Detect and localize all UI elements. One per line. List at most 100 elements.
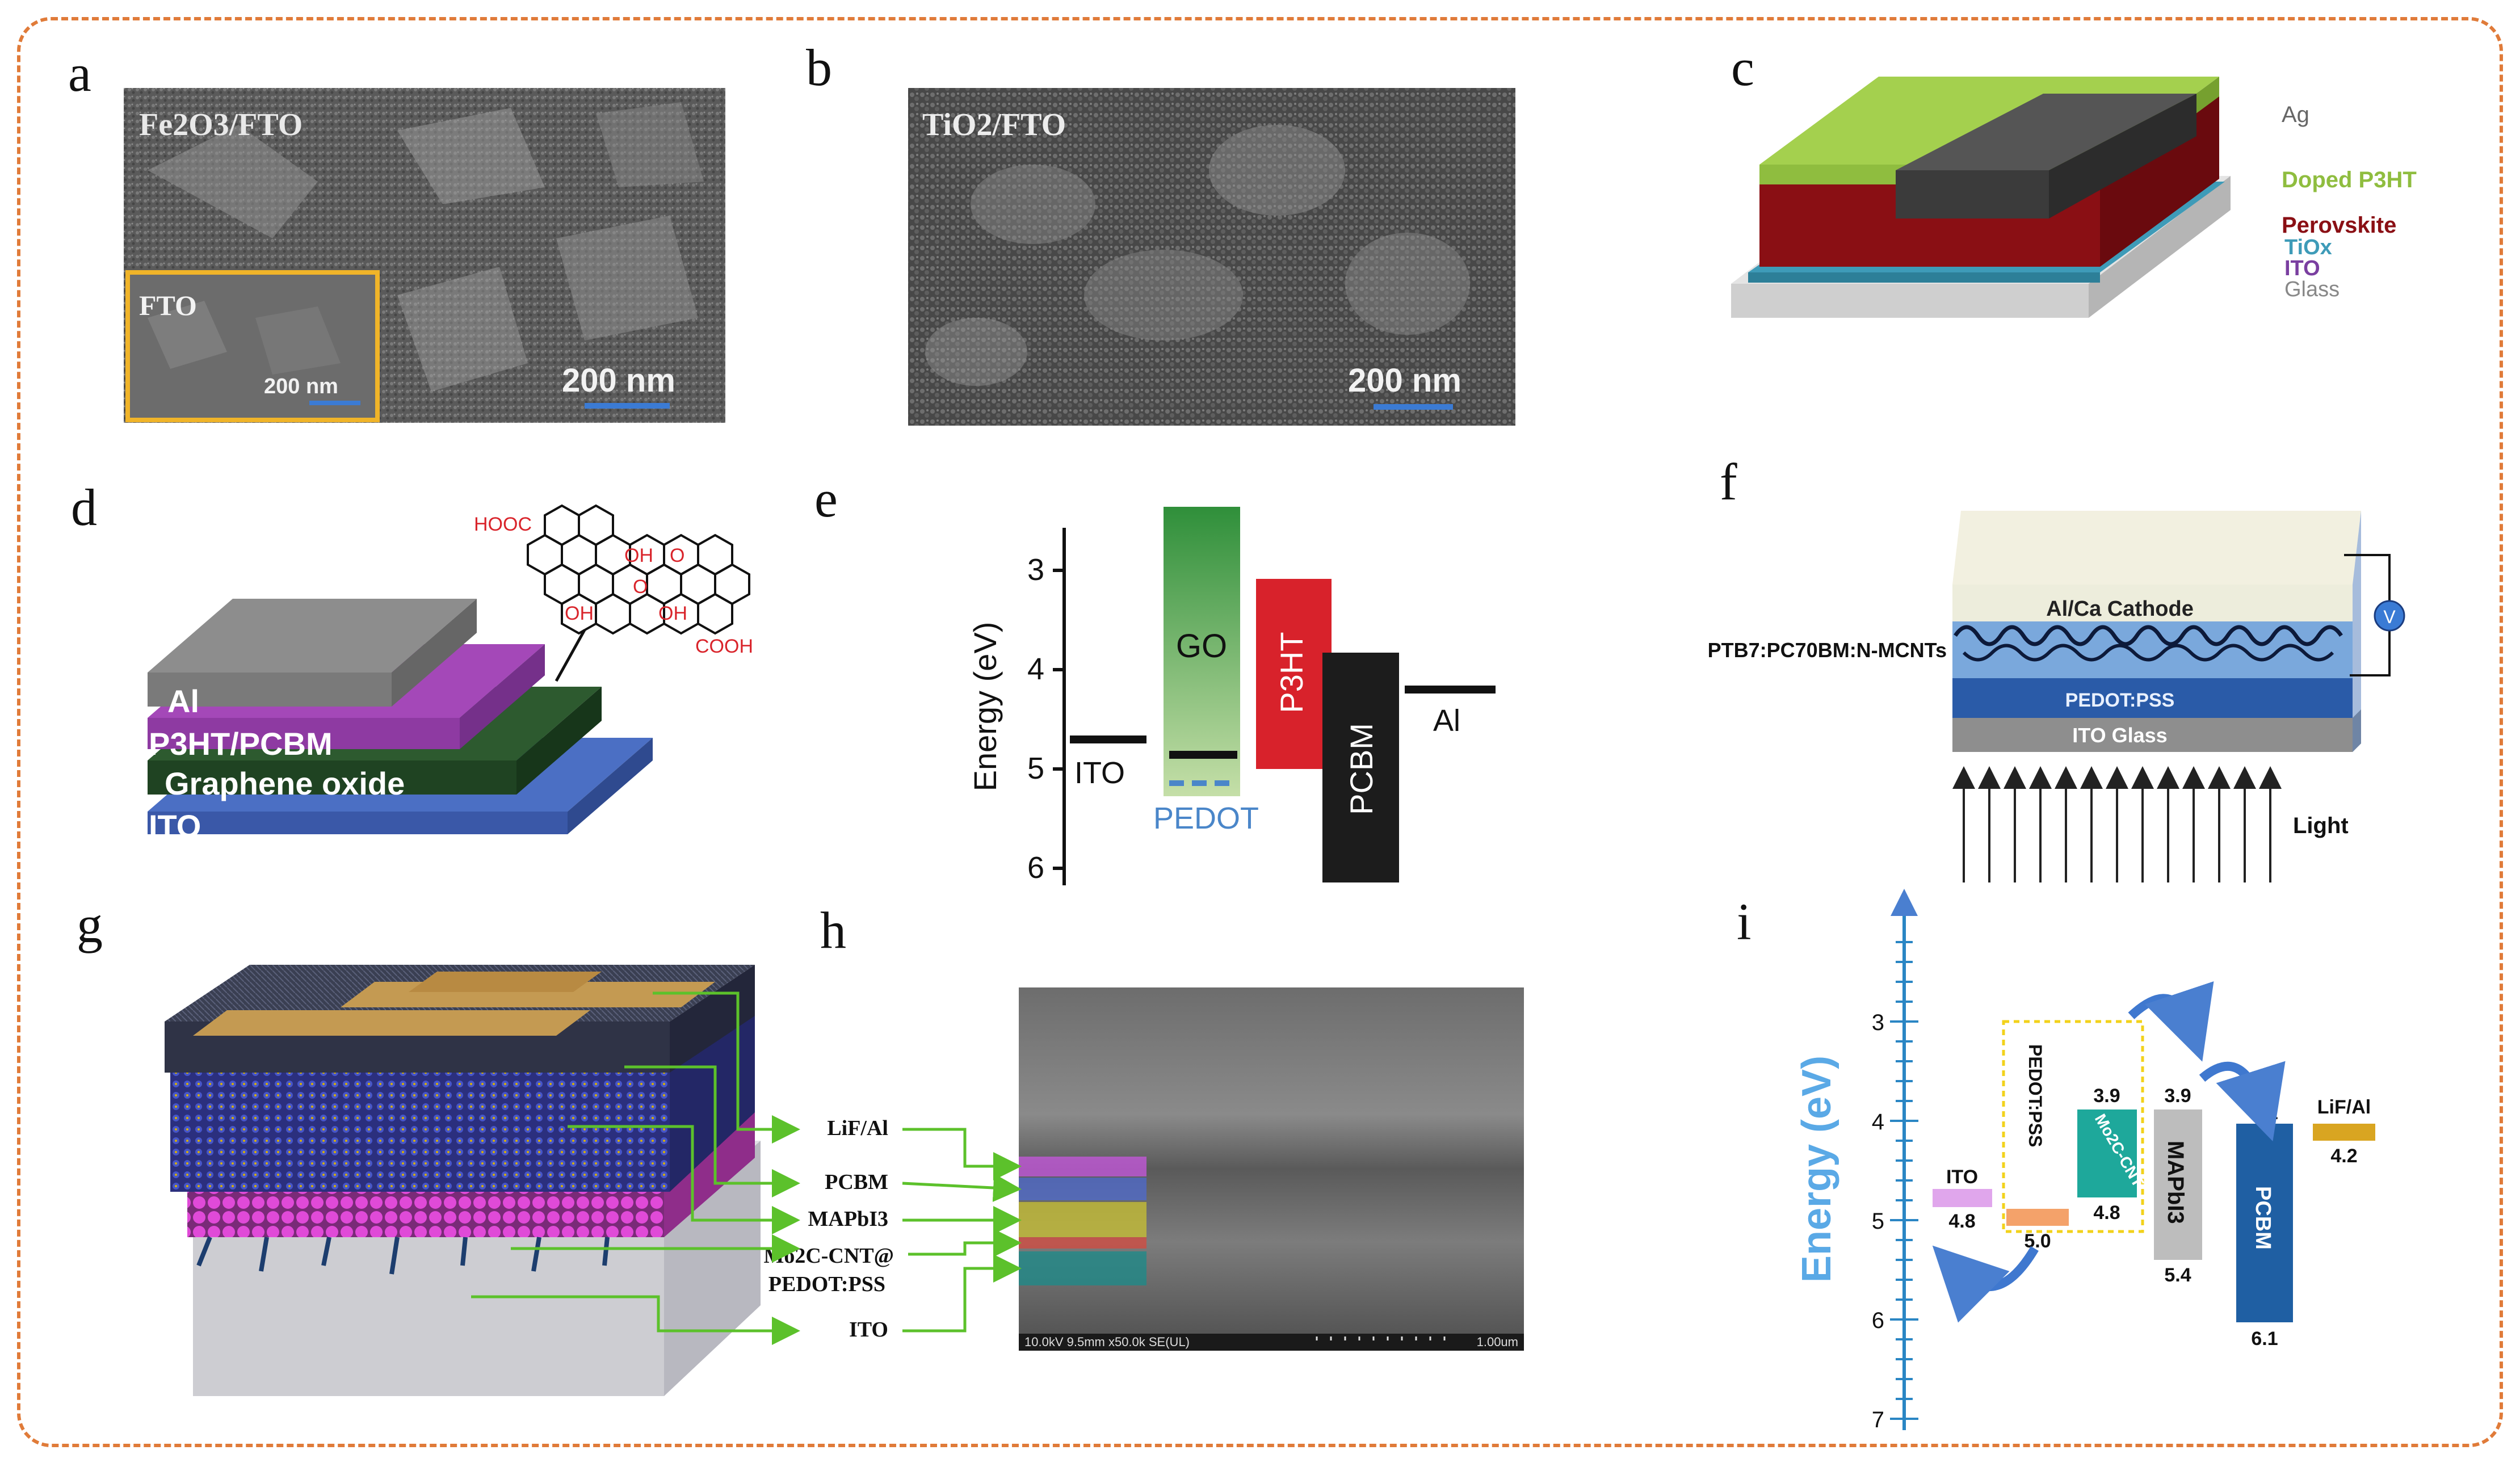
panel-i-tick-3: 3 (1872, 1010, 1884, 1035)
panel-d-device-stack: Al P3HT/PCBM Graphene oxide ITO (148, 504, 753, 844)
panel-c-label-perovskite: Perovskite (2282, 213, 2396, 238)
panel-letter-b: b (806, 39, 832, 96)
panel-h-label-pedot-pss: PEDOT:PSS (768, 1272, 885, 1296)
panel-i-pedot-bar (2006, 1209, 2069, 1226)
panel-i-lifal-name: LiF/Al (2317, 1096, 2371, 1118)
panel-e-tick-5: 5 (1027, 751, 1044, 785)
panel-i-tick-5: 5 (1872, 1209, 1884, 1234)
panel-i-pedot-value: 5.0 (2024, 1230, 2051, 1252)
panel-h-label-mapbi3: MAPbI3 (808, 1207, 888, 1231)
panel-d-label-al: Al (167, 683, 199, 719)
panel-d-group-cooh: COOH (695, 636, 753, 657)
panel-i-lifal-bar (2313, 1124, 2375, 1141)
panel-b-scale: 200 nm (1348, 362, 1461, 399)
panel-i-tick-7: 7 (1872, 1407, 1884, 1432)
panel-b-sem-image: TiO2/FTO 200 nm (908, 88, 1515, 426)
panel-e-label-p3ht: P3HT (1274, 632, 1309, 713)
panel-d-group-oh1: OH (624, 545, 653, 566)
panel-letter-g: g (77, 896, 103, 953)
panel-i-mapbi3-bottom: 5.4 (2164, 1264, 2191, 1286)
panel-h-sem-cross-section: 10.0kV 9.5mm x50.0k SE(UL) 1.00um LiF/Al… (471, 987, 1524, 1351)
panel-e-p3ht-bar (1256, 579, 1332, 769)
panel-i-mapbi3-top: 3.9 (2164, 1085, 2191, 1107)
panel-a-scale: 200 nm (562, 362, 675, 399)
panel-i-ito-name: ITO (1946, 1166, 1978, 1188)
panel-i-highlight-box (2002, 1020, 2144, 1233)
panel-i-ito-bar (1933, 1189, 1992, 1207)
panel-a-inset-scale: 200 nm (264, 375, 338, 398)
panel-h-label-lifal: LiF/Al (827, 1116, 888, 1140)
panel-h-label-ito: ITO (849, 1318, 888, 1342)
panel-letter-h: h (820, 901, 846, 959)
panel-f-light-arrows (1952, 766, 2282, 882)
panel-i-mo2c-bar (2077, 1109, 2137, 1197)
panel-e-tick-6: 6 (1027, 851, 1044, 885)
panel-c-device-stack: Ag Doped P3HT Perovskite TiOx ITO Glass (1731, 77, 2417, 318)
panel-letter-i: i (1737, 893, 1752, 951)
panel-e-label-al: Al (1433, 704, 1460, 738)
panel-h-sem-info: 10.0kV 9.5mm x50.0k SE(UL) (1024, 1335, 1190, 1349)
panel-e-label-ito: ITO (1074, 756, 1125, 790)
panel-letter-a: a (68, 44, 91, 102)
panel-c-label-p3ht: Doped P3HT (2282, 167, 2417, 192)
panel-f-label-ito: ITO Glass (2072, 724, 2167, 747)
panel-d-group-o2: O (633, 576, 648, 598)
panel-letter-f: f (1720, 453, 1737, 511)
panel-letter-e: e (814, 470, 838, 528)
panel-f-volt-label: V (2383, 607, 2396, 627)
panel-i-tick-6: 6 (1872, 1308, 1884, 1333)
panel-e-energy-diagram: 3 4 5 6 Energy (eV) ITO GO PEDOT P3HT PC… (967, 507, 1496, 885)
panel-a-scalebar (585, 403, 670, 409)
panel-e-ylabel: Energy (eV) (967, 622, 1003, 792)
panel-d-label-ito: ITO (149, 808, 201, 844)
panel-e-tick-3: 3 (1027, 553, 1044, 587)
panel-i-ito-value: 4.8 (1948, 1211, 1975, 1232)
panel-i-mo2c-top: 3.9 (2093, 1085, 2120, 1107)
panel-g-h-connectors (471, 991, 1022, 1345)
panel-f-device-stack: Al/Ca Cathode PEDOT:PSS ITO Glass PTB7:P… (1708, 511, 2405, 882)
panel-d-label-go: Graphene oxide (165, 766, 405, 801)
panel-a-inset-scalebar (309, 401, 360, 405)
panel-f-voltmeter (2374, 600, 2405, 632)
panel-i-energy-diagram: 3 4 5 6 7 Energy (eV) ITO 4.8 PEDOT:PSS … (1794, 889, 2375, 1432)
panel-i-mo2c-bottom: 4.8 (2093, 1202, 2120, 1224)
panel-letter-c: c (1731, 39, 1754, 96)
panel-i-pcbm-bottom: 6.1 (2251, 1328, 2278, 1350)
panel-a-inset-label: FTO (139, 289, 197, 321)
panel-i-tick-4: 4 (1872, 1109, 1884, 1134)
panel-e-tick-4: 4 (1027, 652, 1044, 686)
panel-a-sem-image: Fe2O3/FTO FTO 200 nm 200 nm (124, 88, 725, 423)
panel-e-label-pedot: PEDOT (1153, 801, 1259, 835)
panel-d-group-hooc: HOOC (474, 514, 532, 535)
panel-i-mapbi3-name: MAPbI3 (2163, 1141, 2188, 1224)
panel-f-label-pedot: PEDOT:PSS (2065, 690, 2175, 711)
panel-c-label-tiox: TiOx (2284, 236, 2332, 259)
panel-d-label-p3ht-pcbm: P3HT/PCBM (149, 726, 333, 762)
panel-c-label-glass: Glass (2284, 278, 2340, 301)
panel-f-light-label: Light (2293, 813, 2349, 838)
panel-f-label-active: PTB7:PC70BM:N-MCNTs (1708, 638, 1947, 662)
panel-a-label: Fe2O3/FTO (139, 107, 303, 142)
panel-b-label: TiO2/FTO (922, 107, 1066, 142)
panel-i-pcbm-name: PCBM (2251, 1186, 2275, 1250)
panel-e-go-bar (1164, 507, 1240, 796)
panel-e-label-go: GO (1176, 628, 1227, 665)
panel-h-label-pcbm: PCBM (825, 1170, 888, 1194)
panel-h-sem-scale: 1.00um (1477, 1335, 1518, 1349)
panel-d-group-oh3: OH (658, 603, 687, 624)
panel-letter-d: d (71, 478, 97, 536)
panel-i-pedot-name: PEDOT:PSS (2025, 1044, 2046, 1147)
panel-e-pcbm-bar (1322, 653, 1399, 882)
panel-g-device-3d (165, 965, 761, 1396)
panel-d-group-oh2: OH (565, 603, 594, 624)
panel-i-arrow-2 (2199, 1061, 2286, 1141)
panel-i-lifal-value: 4.2 (2330, 1145, 2357, 1167)
panel-i-ylabel: Energy (eV) (1794, 1056, 1839, 1283)
panel-d-go-molecule (527, 504, 750, 635)
panel-i-mapbi3-bar (2154, 1109, 2202, 1260)
panel-c-label-ag: Ag (2282, 102, 2309, 127)
panel-i-pcbm-bar (2236, 1124, 2293, 1322)
panel-e-label-pcbm: PCBM (1343, 723, 1379, 815)
panel-i-arrow-1 (2128, 981, 2214, 1062)
